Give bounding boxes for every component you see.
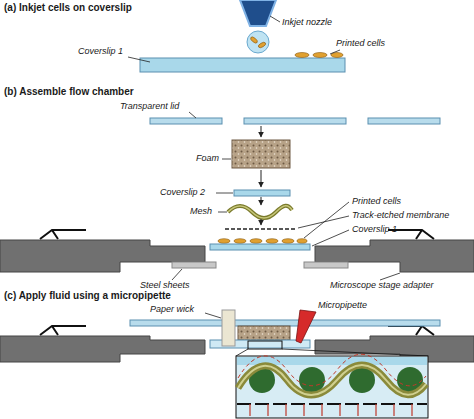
- leader-line: [189, 112, 196, 118]
- track-etched-membrane: [237, 403, 427, 405]
- coverslip: [140, 58, 345, 72]
- mesh: [228, 206, 292, 218]
- mesh-strand: [238, 365, 426, 395]
- inkjet-nozzle: [240, 0, 276, 26]
- part-label: Foam: [196, 153, 219, 163]
- foam: [238, 326, 290, 340]
- stage-clip: [40, 326, 86, 335]
- part-label: Mesh: [190, 206, 212, 216]
- part-label: Coverslip 1: [352, 224, 397, 234]
- zoom-box: [248, 341, 282, 349]
- cell: [250, 36, 259, 44]
- assembly-arrow: [261, 170, 262, 187]
- cell: [297, 239, 307, 244]
- cell: [266, 239, 278, 244]
- droplet: [247, 31, 269, 53]
- cell: [313, 53, 327, 58]
- assembly-arrow: [261, 126, 262, 137]
- flow-path: [238, 354, 426, 386]
- cell: [250, 239, 262, 244]
- cells-row: [218, 239, 307, 244]
- mesh: [228, 206, 292, 218]
- section-title: (a) Inkjet cells on coverslip: [4, 2, 132, 14]
- part-label: Transparent lid: [120, 101, 179, 111]
- leader-line: [380, 273, 400, 280]
- transparent-lid: [130, 320, 440, 326]
- stage-clip: [40, 230, 86, 239]
- membrane-pore: [250, 404, 412, 416]
- leader-line: [218, 212, 227, 213]
- leader-line: [270, 16, 280, 22]
- paper-wick: [222, 310, 235, 346]
- section-title: (c) Apply fluid using a micropipette: [4, 290, 171, 302]
- steel-sheet: [304, 262, 348, 268]
- leader-line: [298, 216, 349, 228]
- track-etched-membrane: [225, 228, 296, 230]
- leader-line: [312, 230, 349, 246]
- section-title: (b) Assemble flow chamber: [4, 86, 134, 98]
- leader-line: [216, 193, 233, 194]
- part-label: Micropipette: [318, 300, 367, 310]
- part-label: Coverslip 1: [78, 46, 123, 56]
- inset-frame: [236, 356, 428, 418]
- micropipette: [296, 310, 316, 343]
- part-label: Paper wick: [150, 304, 194, 314]
- zoom-line: [236, 349, 248, 356]
- cell: [295, 53, 309, 58]
- inset: [236, 354, 428, 418]
- coverslip: [210, 244, 310, 250]
- part-label: Track-etched membrane: [352, 210, 449, 220]
- part-label: Printed cells: [336, 38, 385, 48]
- leader-line: [172, 269, 182, 280]
- mesh-strand: [238, 365, 426, 395]
- assembly-arrow: [261, 197, 262, 205]
- leader-line: [222, 159, 231, 160]
- leader-line: [128, 57, 150, 62]
- part-label: Microscope stage adapter: [330, 280, 434, 290]
- part-label: Printed cells: [352, 196, 401, 206]
- cell: [234, 239, 246, 244]
- steel-sheet: [172, 262, 216, 268]
- transparent-lid: [244, 118, 346, 124]
- cell: [218, 239, 230, 244]
- stage-clip: [388, 326, 434, 335]
- part-label: Steel sheets: [140, 280, 190, 290]
- part-label: Coverslip 2: [160, 187, 205, 197]
- transparent-lid: [150, 118, 222, 124]
- cell: [258, 41, 267, 48]
- transparent-lid: [368, 118, 440, 124]
- stage-adapter: [0, 336, 205, 362]
- foam: [232, 140, 290, 168]
- cell: [282, 239, 294, 244]
- leader-line: [330, 50, 340, 54]
- leader-line: [205, 313, 221, 318]
- assembly-arrow: [261, 219, 262, 225]
- coverslip: [234, 190, 290, 196]
- part-label: Inkjet nozzle: [282, 17, 332, 27]
